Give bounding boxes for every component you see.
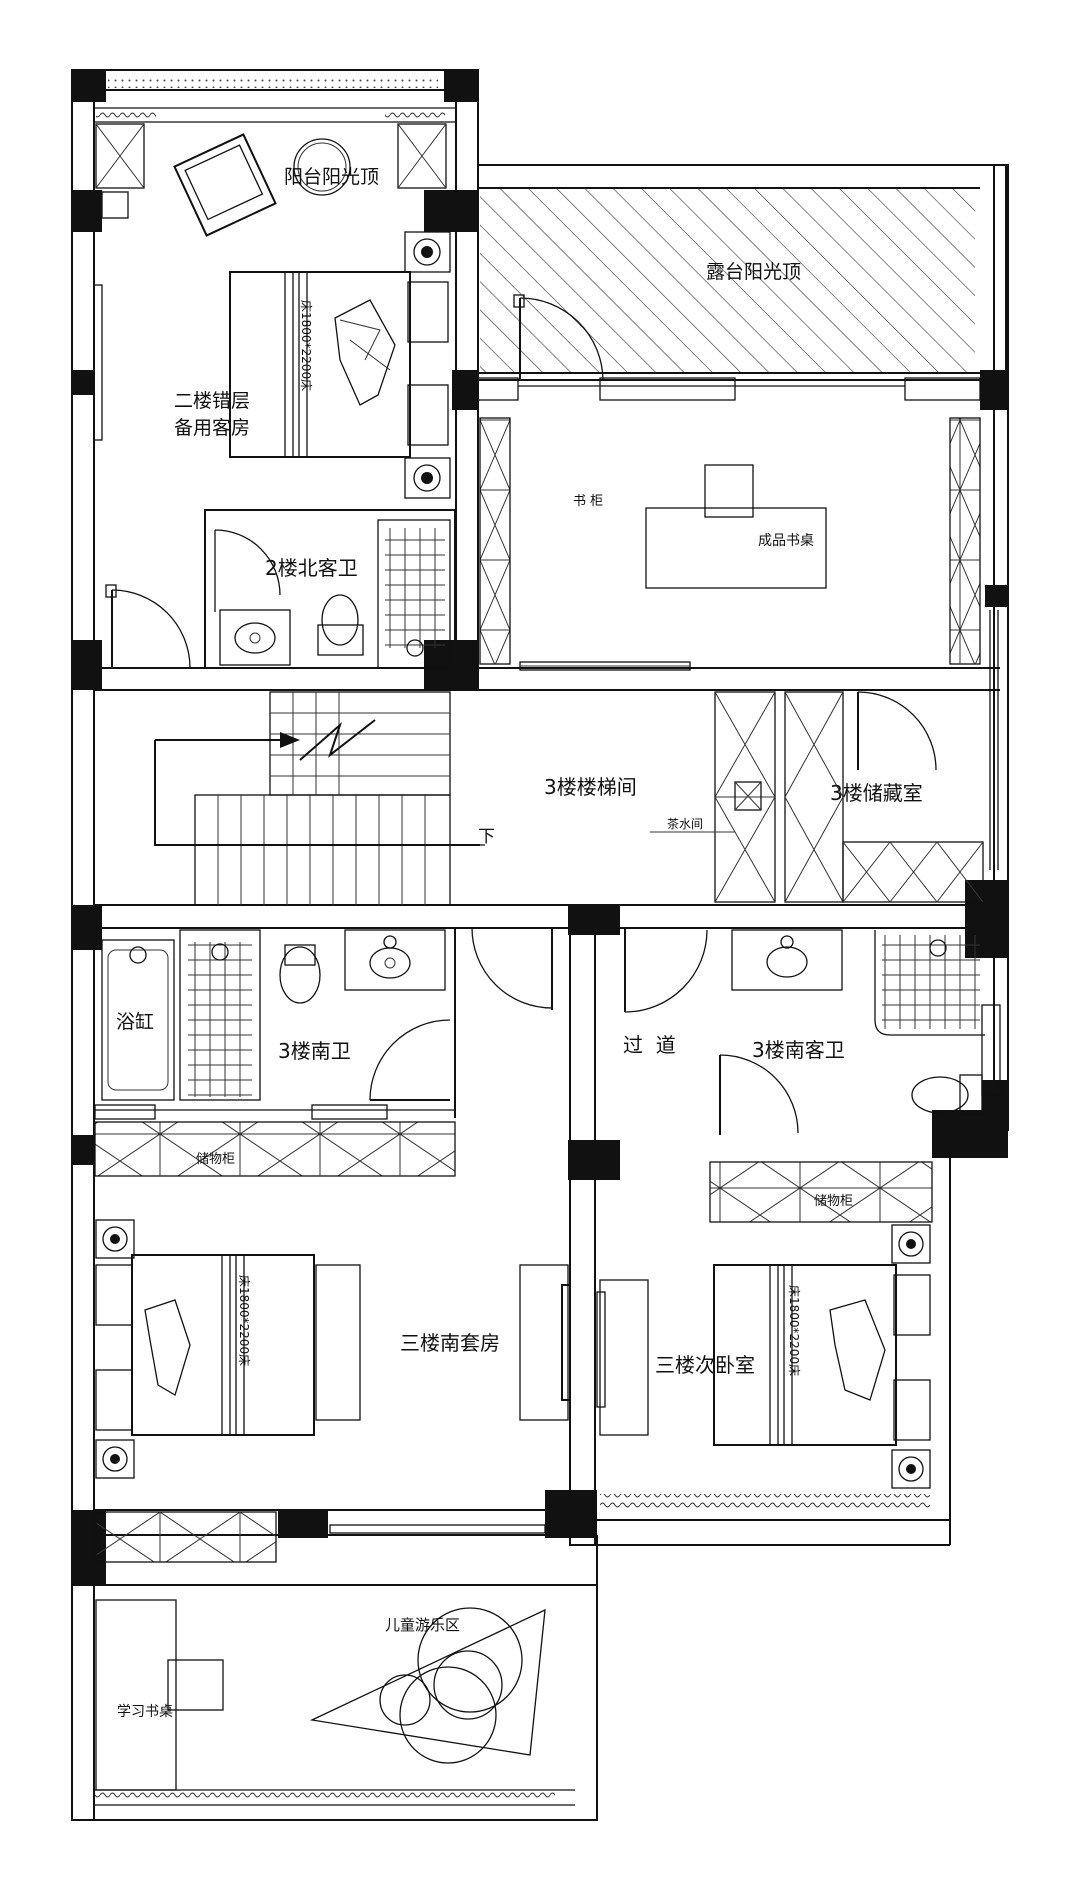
storage-cabinet-left-label: 储物柜: [196, 1152, 235, 1167]
tea-room-label: 茶水间: [667, 816, 703, 831]
storage-3f-label: 3楼储藏室: [830, 781, 923, 805]
bed-label-south-suite: 床1800*2200床: [237, 1275, 251, 1366]
stairwell-3f-label: 3楼楼梯间: [544, 775, 637, 799]
walls: [71, 69, 1009, 1821]
bookcase-label: 书 柜: [573, 494, 603, 509]
south-bath-3f-label: 3楼南卫: [278, 1039, 351, 1063]
bathtub-label: 浴缸: [116, 1011, 154, 1033]
guest-room-2f-label: 二楼错层: [174, 390, 250, 412]
south-bath-3f: 浴缸 3楼南卫: [94, 928, 456, 1120]
south-guest-bath-3f: 3楼南客卫: [719, 929, 1001, 1135]
corridor-label: 过 道: [623, 1033, 676, 1057]
terrace-sunroof-label: 露台阳光顶: [706, 261, 801, 283]
corridor: 过 道: [471, 927, 708, 1057]
second-bedroom-3f: 床1800*2200床 三楼次卧室: [596, 1224, 931, 1508]
second-bedroom-3f-label: 三楼次卧室: [655, 1353, 755, 1377]
study-room: 书 柜 成品书桌: [479, 417, 999, 870]
guest-room-2f-sub-label: 备用客房: [174, 417, 250, 439]
terrace: 露台阳光顶: [477, 187, 994, 401]
south-guest-bath-3f-label: 3楼南客卫: [752, 1038, 845, 1062]
study-desk-label: 学习书桌: [117, 1704, 173, 1720]
stair-down-label: 下: [478, 827, 495, 847]
balcony-sunroof-label: 阳台阳光顶: [284, 166, 379, 188]
kids-play-area: 学习书桌 儿童游乐区: [95, 1511, 548, 1791]
stairwell-3f: 下 3楼楼梯间: [154, 691, 637, 906]
bed-label-2f: 床1800*2200床: [299, 300, 313, 391]
guest-room-2f: 阳台阳光顶 床1800*2200床 二楼错层 备用客房: [93, 107, 456, 669]
south-suite-3f-label: 三楼南套房: [400, 1331, 500, 1355]
storage-3f: 3楼储藏室 茶水间: [650, 691, 984, 903]
north-bath-2f-label: 2楼北客卫: [265, 556, 358, 580]
cabinets: 储物柜 储物柜: [94, 1121, 933, 1223]
bed-label-second-bedroom: 床1800*2200床: [787, 1285, 801, 1376]
south-suite-3f: 床1800*2200床 三楼南套房: [95, 1219, 571, 1479]
north-bath-2f: 2楼北客卫: [204, 509, 456, 669]
storage-cabinet-right-label: 储物柜: [814, 1194, 853, 1209]
kids-play-label: 儿童游乐区: [385, 1616, 460, 1634]
desk-label: 成品书桌: [758, 533, 814, 549]
